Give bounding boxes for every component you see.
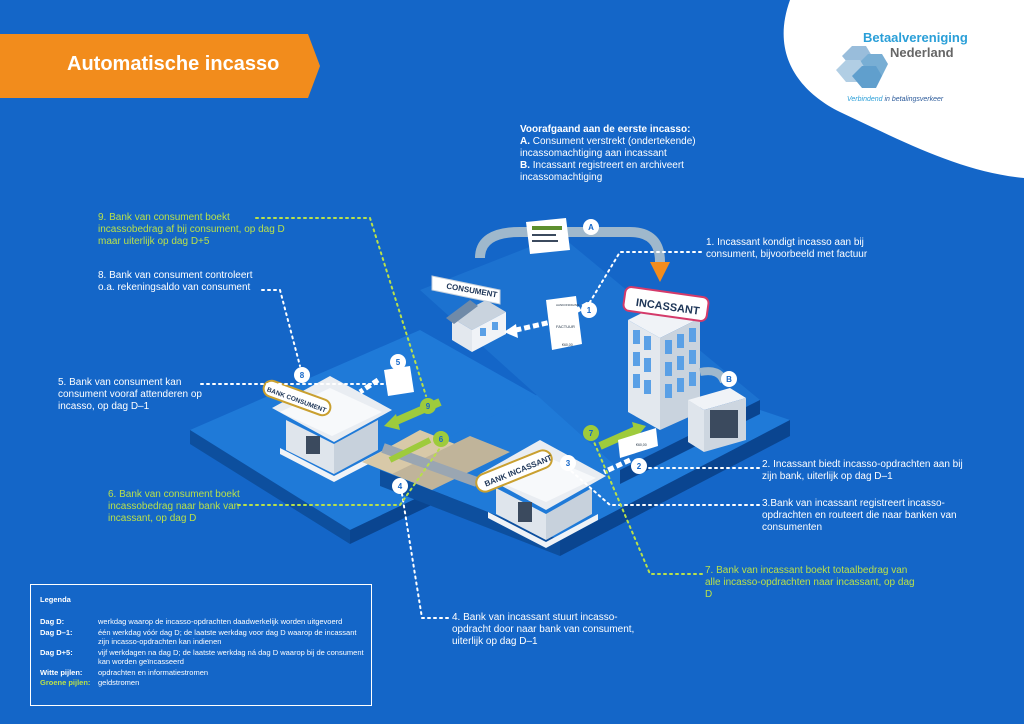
marker-3: 3 (560, 455, 576, 471)
logo-tagline: Verbindend in betalingsverkeer (847, 96, 944, 103)
leader-3 (569, 469, 760, 506)
marker-4: 4 (392, 478, 408, 494)
marker-2: 2 (631, 458, 647, 474)
leader-7 (593, 441, 703, 575)
logo-corner-background (783, 0, 1024, 178)
arrow-a-flow (475, 227, 665, 263)
amount-label: €60,00 (562, 343, 573, 347)
mandate-document (526, 218, 570, 254)
logo-name-line2: Nederland (890, 45, 954, 60)
arrow-7-credit (598, 426, 638, 450)
prerequisite-heading: Voorafgaand aan de eerste incasso: (520, 124, 691, 135)
leader-8 (261, 289, 301, 367)
step-1-note: 1. Incassant kondigt incasso aan bij con… (706, 237, 868, 260)
arrow-a-head (650, 262, 670, 282)
sign-incassant: INCASSANT (622, 286, 710, 322)
svg-text:8: 8 (300, 371, 305, 380)
prerequisite-block: Voorafgaand aan de eerste incasso: A. Co… (520, 124, 750, 184)
svg-text:€60,00: €60,00 (636, 443, 647, 447)
svg-text:3: 3 (566, 459, 571, 468)
marker-7: 7 (583, 425, 599, 441)
arrow-5-notify (358, 377, 380, 395)
step-7-note: 7. Bank van incassant boekt totaalbedrag… (705, 565, 915, 600)
prerequisite-a: A. Consument verstrekt (ondertekende) in… (520, 136, 696, 159)
prerequisite-b: B. Incassant registreert en archiveert i… (520, 160, 684, 183)
svg-text:A: A (588, 223, 594, 232)
leader-1 (589, 251, 702, 303)
leader-9 (255, 217, 427, 397)
svg-text:6: 6 (439, 435, 444, 444)
arrow-2-submit (602, 457, 632, 475)
svg-text:4: 4 (398, 482, 403, 491)
svg-text:5: 5 (396, 358, 401, 367)
marker-5: 5 (390, 354, 406, 370)
aankondiging-label: AANKONDIGING (556, 303, 580, 307)
legend-title: Legenda (40, 595, 71, 604)
archive-cabinet (688, 388, 746, 452)
leader-4 (401, 493, 449, 619)
consument-house (446, 300, 506, 352)
step-9-note: 9. Bank van consument boekt incassobedra… (98, 212, 285, 247)
svg-text:B: B (726, 375, 732, 384)
title-banner (0, 34, 320, 98)
page-title: Automatische incasso (67, 53, 280, 75)
svg-text:9: 9 (426, 402, 431, 411)
notice-document-5 (384, 366, 414, 396)
logo-mark (836, 46, 888, 88)
marker-6: 6 (433, 431, 449, 447)
step-5-note: 5. Bank van consument kan consument voor… (58, 377, 202, 412)
factuur-label: FACTUUR (556, 324, 575, 329)
step-8-note: 8. Bank van consument controleert o.a. r… (98, 270, 253, 293)
leader-6 (237, 447, 441, 506)
legend-box: Legenda Dag D:werkdag waarop de incasso-… (30, 584, 372, 706)
arrow-6-transfer (388, 437, 432, 463)
logo-name-line1: Betaalvereniging (863, 30, 968, 45)
step-2-note: 2. Incassant biedt incasso-opdrachten aa… (762, 459, 963, 482)
transfer-sign-7: €60,00 (618, 428, 658, 458)
factuur-document: FACTUUR AANKONDIGING €60,00 (546, 296, 582, 350)
marker-a: A (583, 219, 599, 235)
marker-8: 8 (294, 367, 310, 383)
step-6-note: 6. Bank van consument boekt incassobedra… (108, 489, 240, 524)
svg-text:2: 2 (637, 462, 642, 471)
marker-b: B (721, 371, 737, 387)
marker-1: 1 (581, 302, 597, 318)
step-3-note: 3.Bank van incassant registreert incasso… (762, 498, 957, 533)
marker-9: 9 (420, 398, 436, 414)
bank-incassant-building (480, 440, 606, 548)
svg-text:7: 7 (589, 429, 594, 438)
svg-text:1: 1 (587, 306, 592, 315)
step-4-note: 4. Bank van incassant stuurt incasso-opd… (452, 612, 635, 647)
